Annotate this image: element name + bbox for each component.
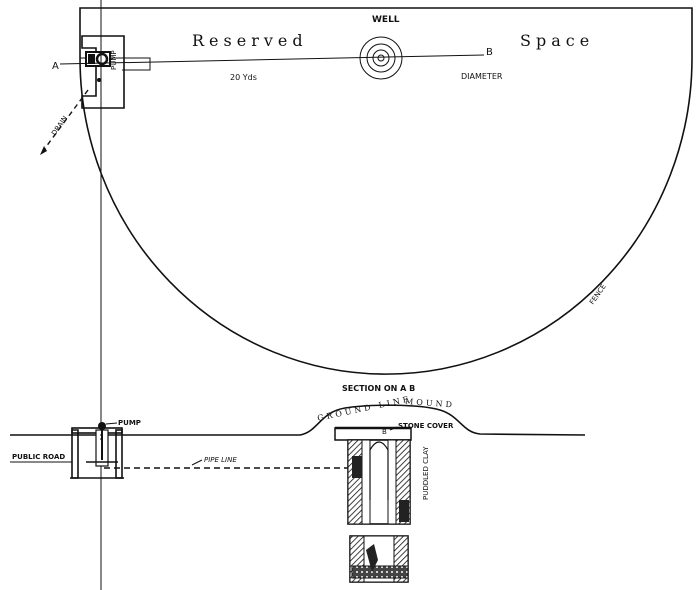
well-plan-symbol <box>359 36 403 80</box>
fence-label: FENCE <box>588 283 608 306</box>
ground-line <box>10 404 586 436</box>
well-section-base <box>349 535 409 583</box>
diameter-label: DIAMETER <box>461 72 503 81</box>
pipe-line-label: PIPE LINE <box>204 456 237 464</box>
pump-head <box>98 422 106 430</box>
drain-label: DRAIN <box>50 114 69 137</box>
mound-label: MOUND <box>405 397 455 409</box>
section-point-b-label: B <box>382 428 387 436</box>
stone-cover-label: STONE COVER <box>398 422 454 430</box>
point-a-label: A <box>52 61 59 72</box>
well-label: WELL <box>372 15 400 25</box>
pump-house-section <box>70 422 124 479</box>
plan-view: PUMP A B WELL Reserved Space 20 Yds DIAM… <box>39 7 693 375</box>
point-b-label: B <box>486 47 493 58</box>
well-section <box>334 426 412 525</box>
pump-house-plan <box>81 35 125 109</box>
drain-line <box>39 89 89 156</box>
pump-label-plan: PUMP <box>110 50 118 70</box>
section-view: SECTION ON A B GROUND LINE MOUND PUMP PU… <box>10 384 586 583</box>
fence-boundary <box>79 7 693 375</box>
plan-boundary-notch <box>80 57 151 71</box>
space-label: Space <box>520 31 594 50</box>
ground-line-label: GROUND LINE <box>317 394 413 423</box>
section-line-a-b <box>59 54 485 65</box>
pump-plan-marker <box>97 78 101 82</box>
puddled-clay-label: PUDDLED CLAY <box>422 446 430 500</box>
public-road-label: PUBLIC ROAD <box>12 453 65 461</box>
reserved-label: Reserved <box>192 31 308 50</box>
section-title: SECTION ON A B <box>342 384 415 393</box>
distance-label: 20 Yds <box>230 73 257 82</box>
pump-label-section: PUMP <box>118 419 141 427</box>
